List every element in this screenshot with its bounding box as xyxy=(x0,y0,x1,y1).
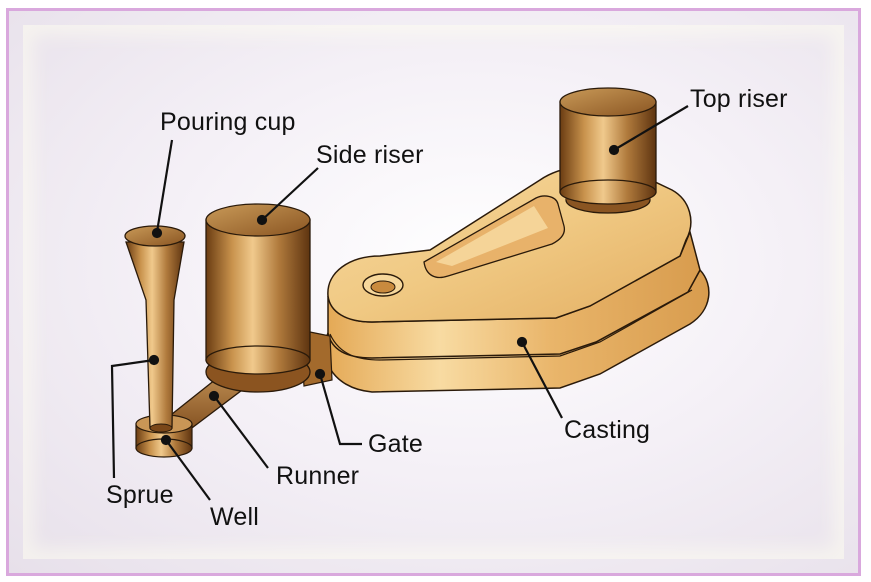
leader-gate xyxy=(318,373,362,446)
label-well: Well xyxy=(210,503,259,531)
leader-sprue xyxy=(110,358,155,479)
label-casting: Casting xyxy=(564,416,651,444)
label-sprue: Sprue xyxy=(106,481,174,509)
label-side-riser: Side riser xyxy=(316,141,424,169)
leader-runner xyxy=(213,395,269,469)
leader-pouring-cup xyxy=(155,139,174,233)
leader-side-riser xyxy=(261,167,319,221)
label-gate: Gate xyxy=(368,430,423,458)
label-pouring-cup: Pouring cup xyxy=(160,108,296,136)
label-top-riser: Top riser xyxy=(690,85,788,113)
sprue-body xyxy=(125,241,185,429)
side-riser-body xyxy=(205,219,311,361)
leader-well xyxy=(165,439,211,501)
top-riser-top xyxy=(559,87,657,117)
label-runner: Runner xyxy=(276,462,360,490)
leader-casting xyxy=(521,341,563,419)
leader-top-riser xyxy=(613,105,689,151)
